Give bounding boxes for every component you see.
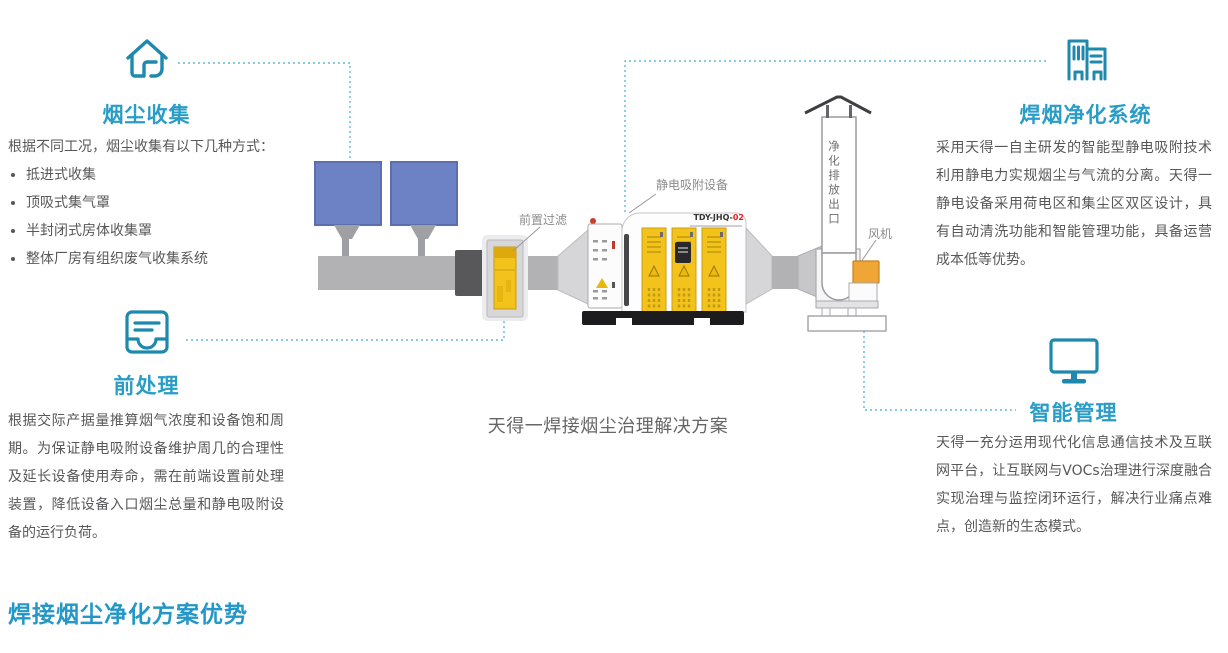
diagram-caption: 天得一焊接烟尘治理解决方案 xyxy=(487,416,729,437)
section-smart-management-body: 天得一充分运用现代化信息通信技术及互联网平台，让互联网与VOCs治理进行深度融合… xyxy=(936,435,1212,535)
section-dust-collection-body: 根据不同工况，烟尘收集有以下几种方式： 抵进式收集 顶吸式集气罩 半封闭式房体收… xyxy=(8,133,293,273)
leader-esp xyxy=(628,193,657,214)
esp-label: 静电吸附设备 xyxy=(656,178,729,192)
section-pretreatment-header: 前处理 xyxy=(8,306,285,400)
fan-label: 风机 xyxy=(868,227,893,241)
leader-lines xyxy=(512,193,877,263)
collection-hoods xyxy=(314,161,458,271)
dust-collection-list: 抵进式收集 顶吸式集气罩 半封闭式房体收集罩 整体厂房有组织废气收集系统 xyxy=(8,161,293,273)
section-fume-purification-header: 焊烟净化系统 xyxy=(947,33,1224,129)
section-title: 前处理 xyxy=(113,374,180,398)
outlet-cone xyxy=(745,226,773,305)
list-item: 顶吸式集气罩 xyxy=(26,189,293,217)
model-number: 02 xyxy=(732,213,744,222)
section-title: 焊烟净化系统 xyxy=(1019,103,1152,127)
section-pretreatment-body: 根据交际产据量推算烟气浓度和设备饱和周期。为保证静电吸附设备维护周几的合理性及延… xyxy=(8,413,284,541)
page-heading: 焊接烟尘净化方案优势 xyxy=(8,602,248,628)
section-dust-collection-header: 烟尘收集 xyxy=(8,33,285,129)
section-smart-management-header: 智能管理 xyxy=(935,335,1212,427)
prefilter-label: 前置过滤 xyxy=(519,213,568,227)
leader-fan xyxy=(860,239,877,263)
outlet-label: 净化排放出口 xyxy=(827,140,841,227)
exhaust-stack xyxy=(804,95,887,332)
esp-doors xyxy=(641,227,727,317)
list-item: 整体厂房有组织废气收集系统 xyxy=(26,245,293,273)
house-icon xyxy=(120,33,174,87)
buildings-icon xyxy=(1061,33,1111,87)
dotted-connectors xyxy=(178,60,1046,411)
section-fume-purification-body: 采用天得一自主研发的智能型静电吸附技术利用静电力实规烟尘与气流的分离。天得一静电… xyxy=(936,140,1212,268)
model-label: TDY-JHQ-02 xyxy=(684,213,744,222)
connector-smart-management xyxy=(863,331,1016,411)
inbox-icon xyxy=(121,306,173,358)
list-item: 半封闭式房体收集罩 xyxy=(26,217,293,245)
connector-dust-collection xyxy=(178,62,351,158)
list-item: 抵进式收集 xyxy=(26,161,293,189)
leader-prefilter xyxy=(512,226,541,252)
dust-collection-intro: 根据不同工况，烟尘收集有以下几种方式： xyxy=(8,139,274,155)
connector-pretreatment xyxy=(186,319,505,341)
outlet-duct xyxy=(772,256,798,289)
section-title: 智能管理 xyxy=(1029,401,1118,425)
monitor-icon xyxy=(1046,335,1102,385)
esp-equipment xyxy=(582,212,747,325)
connector-fume-purification xyxy=(624,60,1046,212)
prefilter-unit xyxy=(482,235,528,321)
inlet-cone xyxy=(557,228,589,305)
section-title: 烟尘收集 xyxy=(102,103,191,127)
model-prefix: TDY-JHQ- xyxy=(693,213,733,222)
fan-box xyxy=(852,260,880,284)
